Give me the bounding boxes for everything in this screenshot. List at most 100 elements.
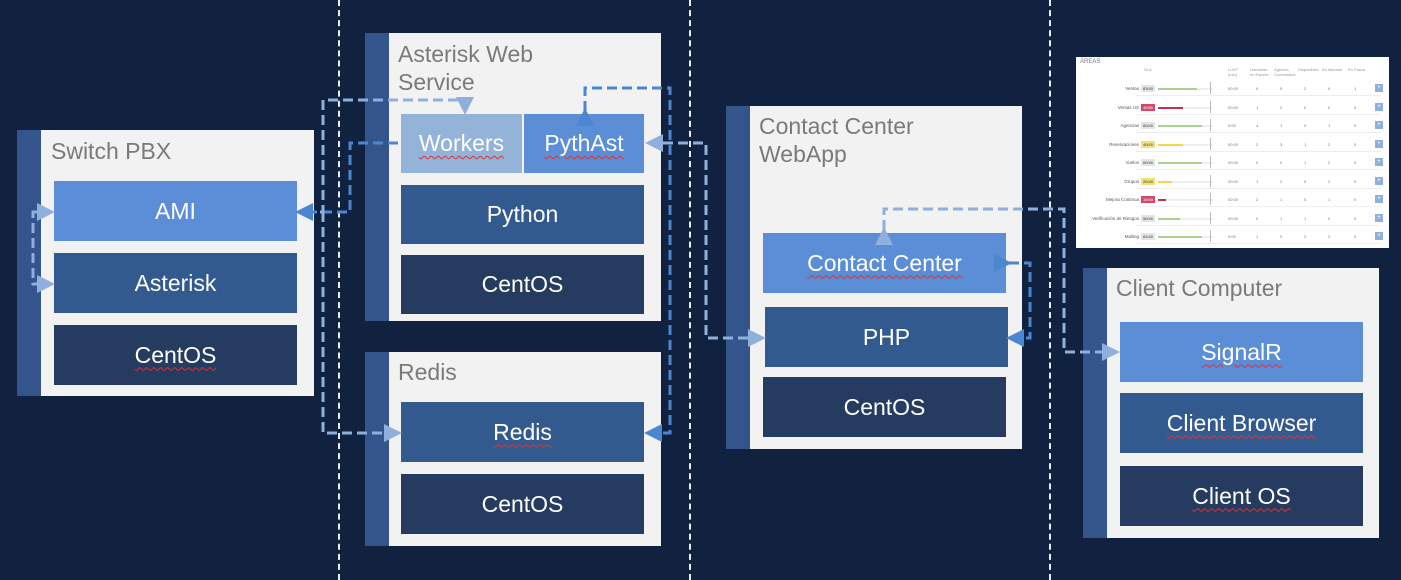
sla-fill xyxy=(1158,199,1167,201)
row-value: 2 xyxy=(1280,178,1283,184)
header-disponibles: Disponibles xyxy=(1298,67,1319,72)
sla-fill xyxy=(1158,88,1197,90)
sla-fill xyxy=(1158,125,1202,127)
sla-badge: 81/40 xyxy=(1141,233,1155,240)
row-value: 1 xyxy=(1304,141,1307,147)
client-browser-block: Client Browser xyxy=(1120,393,1363,453)
row-value: 00:00 xyxy=(1228,215,1239,221)
row-value: 1 xyxy=(1280,123,1283,128)
row-value: 0:00 xyxy=(1228,234,1236,239)
row-value: 1 xyxy=(1328,123,1331,128)
row-divider xyxy=(1136,150,1381,152)
row-value: 1 xyxy=(1354,86,1357,91)
row-value: 0 xyxy=(1354,234,1357,239)
row-label: Mejora Continua xyxy=(1105,197,1139,202)
panel-title: Contact Center WebApp xyxy=(759,113,914,167)
row-value: 0 xyxy=(1354,215,1357,221)
row-expand-button[interactable]: + xyxy=(1375,213,1383,222)
sla-badge: 10/40 xyxy=(1141,196,1155,203)
row-expand-button[interactable]: + xyxy=(1375,139,1383,148)
sla-track xyxy=(1158,125,1213,127)
accent-bar xyxy=(365,33,389,321)
ami-workers-link xyxy=(320,97,474,214)
ami-asterisk-link xyxy=(31,203,55,293)
row-expand-button[interactable]: + xyxy=(1375,195,1383,203)
dashboard-title: ÁREAS xyxy=(1080,59,1101,65)
row-value: 1 xyxy=(1280,197,1283,202)
row-value: 2 xyxy=(1304,234,1307,239)
row-value: 0 xyxy=(1354,123,1357,128)
sla-track xyxy=(1158,106,1213,109)
row-value: 00:00 xyxy=(1228,160,1239,165)
row-value: 00:00 xyxy=(1228,197,1239,202)
row-value: 0 xyxy=(1354,141,1357,147)
sla-track xyxy=(1158,236,1213,238)
switch-pbx-panel: Switch PBX AMI Asterisk CentOS xyxy=(17,130,314,396)
contactcenter-php-link xyxy=(994,254,1032,347)
sla-fill xyxy=(1158,143,1183,146)
sla-track xyxy=(1158,88,1213,90)
sla-track xyxy=(1158,180,1213,183)
row-value: 2 xyxy=(1328,141,1331,147)
row-value: 1 xyxy=(1256,234,1259,239)
sla-track xyxy=(1158,143,1213,146)
target-tick xyxy=(1210,119,1211,131)
header-en-espera: Llamadas en Espera xyxy=(1250,67,1269,77)
panel-title: Client Computer xyxy=(1116,275,1283,301)
row-value: 5 xyxy=(1304,197,1307,202)
row-label: Ventas US xyxy=(1117,104,1139,110)
sla-badge: 40/40 xyxy=(1141,140,1155,148)
row-value: 0 xyxy=(1354,178,1357,184)
row-value: 00:00 xyxy=(1228,104,1239,110)
row-divider xyxy=(1136,95,1381,96)
row-expand-button[interactable]: + xyxy=(1375,158,1383,166)
row-value: 00:00 xyxy=(1228,178,1239,184)
row-value: 1 xyxy=(1328,197,1331,202)
sla-fill xyxy=(1158,236,1202,238)
centos-block: CentOS xyxy=(54,325,297,385)
row-expand-button[interactable]: + xyxy=(1375,102,1383,111)
row-value: 0 xyxy=(1304,104,1307,110)
pythast-ami-link xyxy=(295,141,398,221)
row-value: 0 xyxy=(1354,104,1357,110)
row-value: 00:00 xyxy=(1228,141,1239,147)
row-label: Agencias xyxy=(1120,123,1139,128)
row-divider xyxy=(1136,206,1381,207)
header-sla: SLA xyxy=(1144,67,1152,72)
header-llwt: LLWT (min) xyxy=(1228,67,1239,77)
row-expand-button[interactable]: + xyxy=(1375,84,1383,92)
panel-title: Asterisk Web Service xyxy=(398,41,534,95)
row-value: 0 xyxy=(1328,86,1331,91)
panel-title: Switch PBX xyxy=(51,138,172,164)
sla-track xyxy=(1158,217,1213,220)
sla-badge: 40/80 xyxy=(1141,103,1155,111)
row-value: 2 xyxy=(1304,86,1307,91)
row-expand-button[interactable]: + xyxy=(1375,121,1383,129)
sla-track xyxy=(1158,162,1213,164)
target-tick xyxy=(1210,156,1211,168)
panel-title: Redis xyxy=(398,359,457,385)
row-expand-button[interactable]: + xyxy=(1375,232,1383,240)
sla-fill xyxy=(1158,180,1172,183)
sla-fill xyxy=(1158,217,1180,220)
header-en-pausa: En Pausa xyxy=(1348,67,1366,72)
row-value: 5 xyxy=(1280,86,1283,91)
row-label: Mailing xyxy=(1124,234,1139,239)
row-value: 0 xyxy=(1304,123,1307,128)
signalr-block: SignalR xyxy=(1120,322,1363,382)
pythast-php-link xyxy=(645,134,766,347)
target-tick xyxy=(1210,230,1211,242)
sla-badge: 80/40 xyxy=(1141,122,1155,129)
separator xyxy=(338,0,340,580)
row-expand-button[interactable]: + xyxy=(1375,176,1383,185)
row-value: 5 xyxy=(1304,178,1307,184)
row-divider xyxy=(1136,187,1381,189)
sla-badge: 20/40 xyxy=(1141,177,1155,185)
target-tick xyxy=(1210,174,1211,187)
row-label: Ventas xyxy=(1125,86,1139,91)
